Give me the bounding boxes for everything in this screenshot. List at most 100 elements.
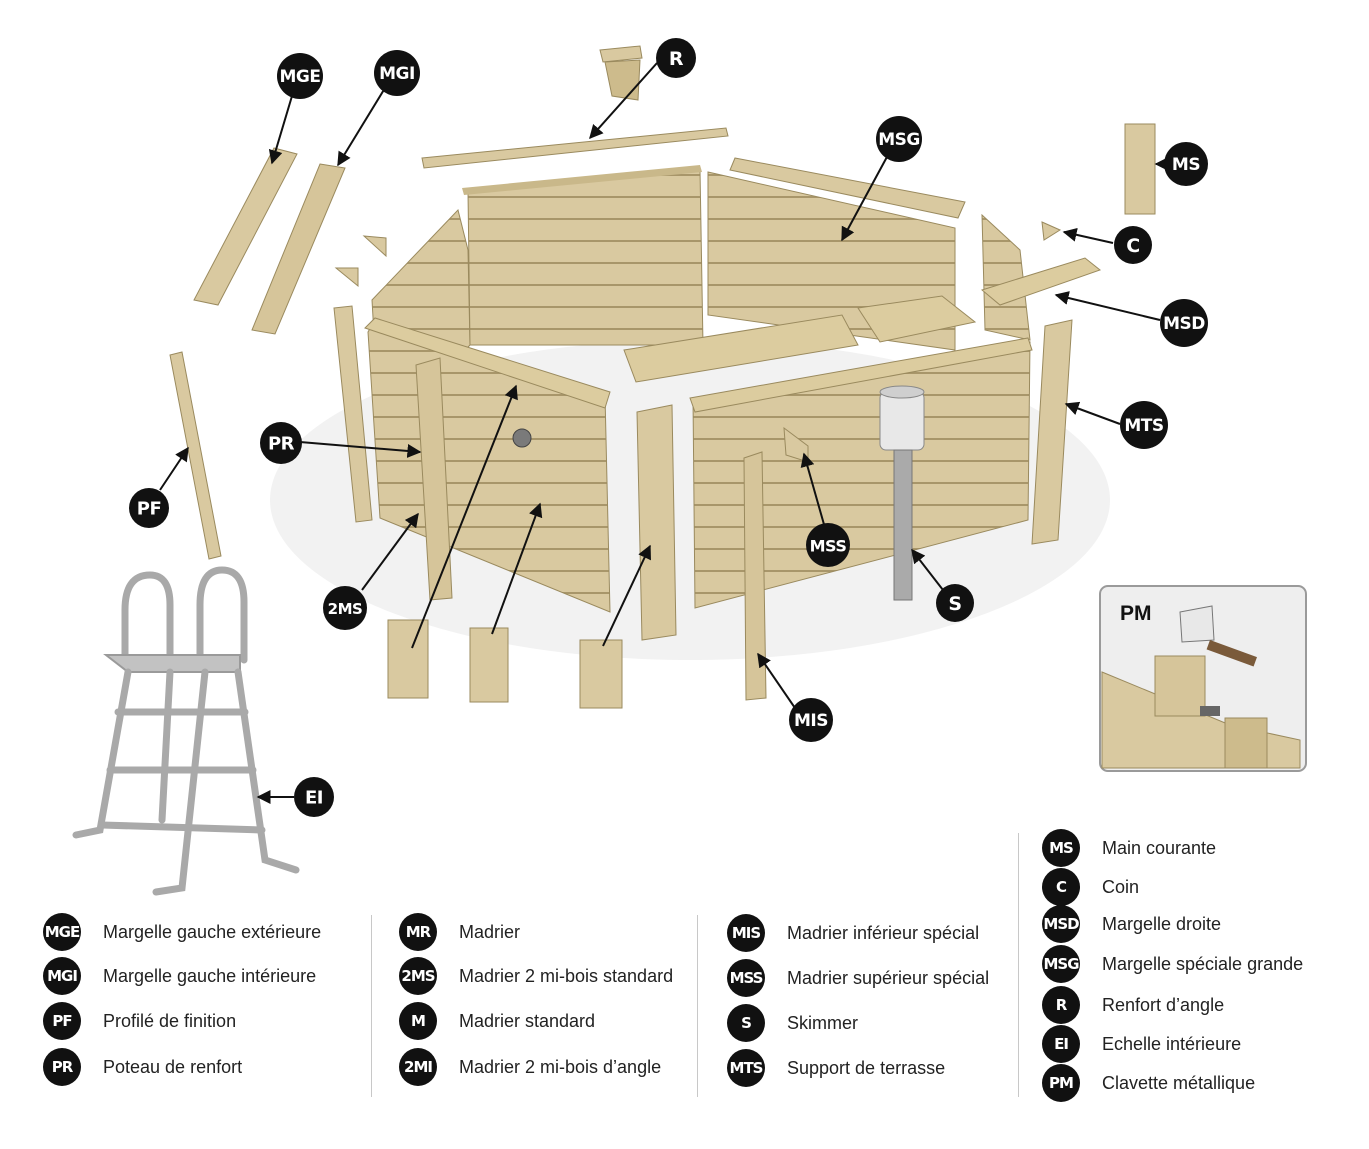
legend-label: Madrier supérieur spécial [787,967,990,988]
legend-item: MSD Margelle droite [1042,904,1221,944]
legend-code: PF [43,1002,81,1040]
callout-badge-ms: MS [1164,142,1208,186]
callout-badge-mgi: MGI [374,50,420,96]
inside-plank-2 [857,295,977,343]
back-wall-cap [462,165,702,195]
legend-label: Margelle spéciale grande [1102,953,1304,974]
callout-badge-pf: PF [129,488,169,528]
part-pr [415,357,453,601]
legend-code: PM [1042,1064,1080,1102]
svg-text:C: C [1126,235,1139,257]
legend-item: S Skimmer [727,1003,858,1043]
legend-code: MSD [1042,905,1080,943]
legend-code: M [399,1002,437,1040]
legend-code: R [1042,986,1080,1024]
svg-text:PF: PF [137,499,162,520]
svg-text:EI: EI [305,788,323,809]
legend-label: Madrier 2 mi-bois d’angle [459,1056,662,1077]
legend-label: Madrier 2 mi-bois standard [459,965,674,986]
callout-badge-msg: MSG [876,116,922,162]
callout-badge-msd: MSD [1160,299,1208,347]
legend-code: MIS [727,914,765,952]
callout-badge-r: R [656,38,696,78]
legend-label: Skimmer [787,1012,858,1033]
legend-code: MSS [727,959,765,997]
part-r-top [599,45,643,63]
legend-item: PM Clavette métallique [1042,1063,1255,1103]
part-pf [169,351,222,560]
callout-badge-mis: MIS [789,698,833,742]
part-c [1041,221,1062,241]
front-left-cap [364,317,611,409]
part-mge [193,147,298,306]
part-skimmer [879,385,925,601]
legend-label: Clavette métallique [1102,1072,1256,1093]
legend-label: Renfort d’angle [1102,994,1225,1015]
legend-label: Margelle droite [1102,913,1222,934]
legend-item: M Madrier standard [399,1001,595,1041]
svg-text:MSS: MSS [810,537,847,556]
legend-code: MTS [727,1049,765,1087]
back-right-cap [729,157,966,219]
legend-code: MGI [43,957,81,995]
legend-label: Margelle gauche extérieure [103,921,322,942]
svg-text:MTS: MTS [1124,416,1163,436]
callout-badge-mts: MTS [1120,401,1168,449]
legend-label: Madrier standard [459,1010,596,1031]
svg-text:MIS: MIS [794,711,828,731]
part-2ms-a [387,619,429,699]
legend-code: MGE [43,913,81,951]
svg-text:MS: MS [1172,155,1200,175]
callout-arrows [159,62,1169,804]
inside-plank-1 [623,314,859,383]
callout-badge-ei: EI [294,777,334,817]
inset-pm: PM [1099,585,1307,772]
svg-text:R: R [669,48,684,70]
inset-title: PM [1120,602,1152,625]
callout-badge-s: S [936,584,974,622]
callout-badge-pr: PR [260,422,302,464]
legend-code: EI [1042,1025,1080,1063]
legend-separator [371,915,372,1097]
legend-item: EI Echelle intérieure [1042,1024,1241,1064]
callout-badge-mge: MGE [277,53,323,99]
svg-text:MGE: MGE [280,67,321,87]
svg-text:S: S [948,593,961,615]
legend-separator [697,915,698,1097]
legend-label: Madrier inférieur spécial [787,922,980,943]
part-2mi [579,639,623,709]
inlet-hole [512,428,532,448]
part-mts [1031,319,1073,545]
legend-item: MSS Madrier supérieur spécial [727,958,989,998]
legend-item: R Renfort d’angle [1042,985,1224,1025]
legend-label: Support de terrasse [787,1057,946,1078]
ladder [72,566,300,896]
part-mid-post [636,404,677,641]
legend-item: MTS Support de terrasse [727,1048,945,1088]
legend-label: Echelle intérieure [1102,1033,1242,1054]
part-ms [1124,123,1156,215]
part-corner-2 [334,267,359,288]
part-2ms-b [469,627,509,703]
part-left-post [333,305,373,523]
legend-item: MGE Margelle gauche extérieure [43,912,321,952]
part-r [604,59,641,101]
legend-code: S [727,1004,765,1042]
wall-back [467,169,704,346]
callout-badge-c: C [1114,226,1152,264]
part-msd [980,257,1102,306]
legend-label: Madrier [459,921,521,942]
callout-badge-mss: MSS [806,523,850,567]
svg-text:MSD: MSD [1163,314,1205,334]
legend-code: 2MI [399,1048,437,1086]
legend-code: PR [43,1048,81,1086]
svg-text:2MS: 2MS [328,600,363,618]
legend-code: 2MS [399,957,437,995]
